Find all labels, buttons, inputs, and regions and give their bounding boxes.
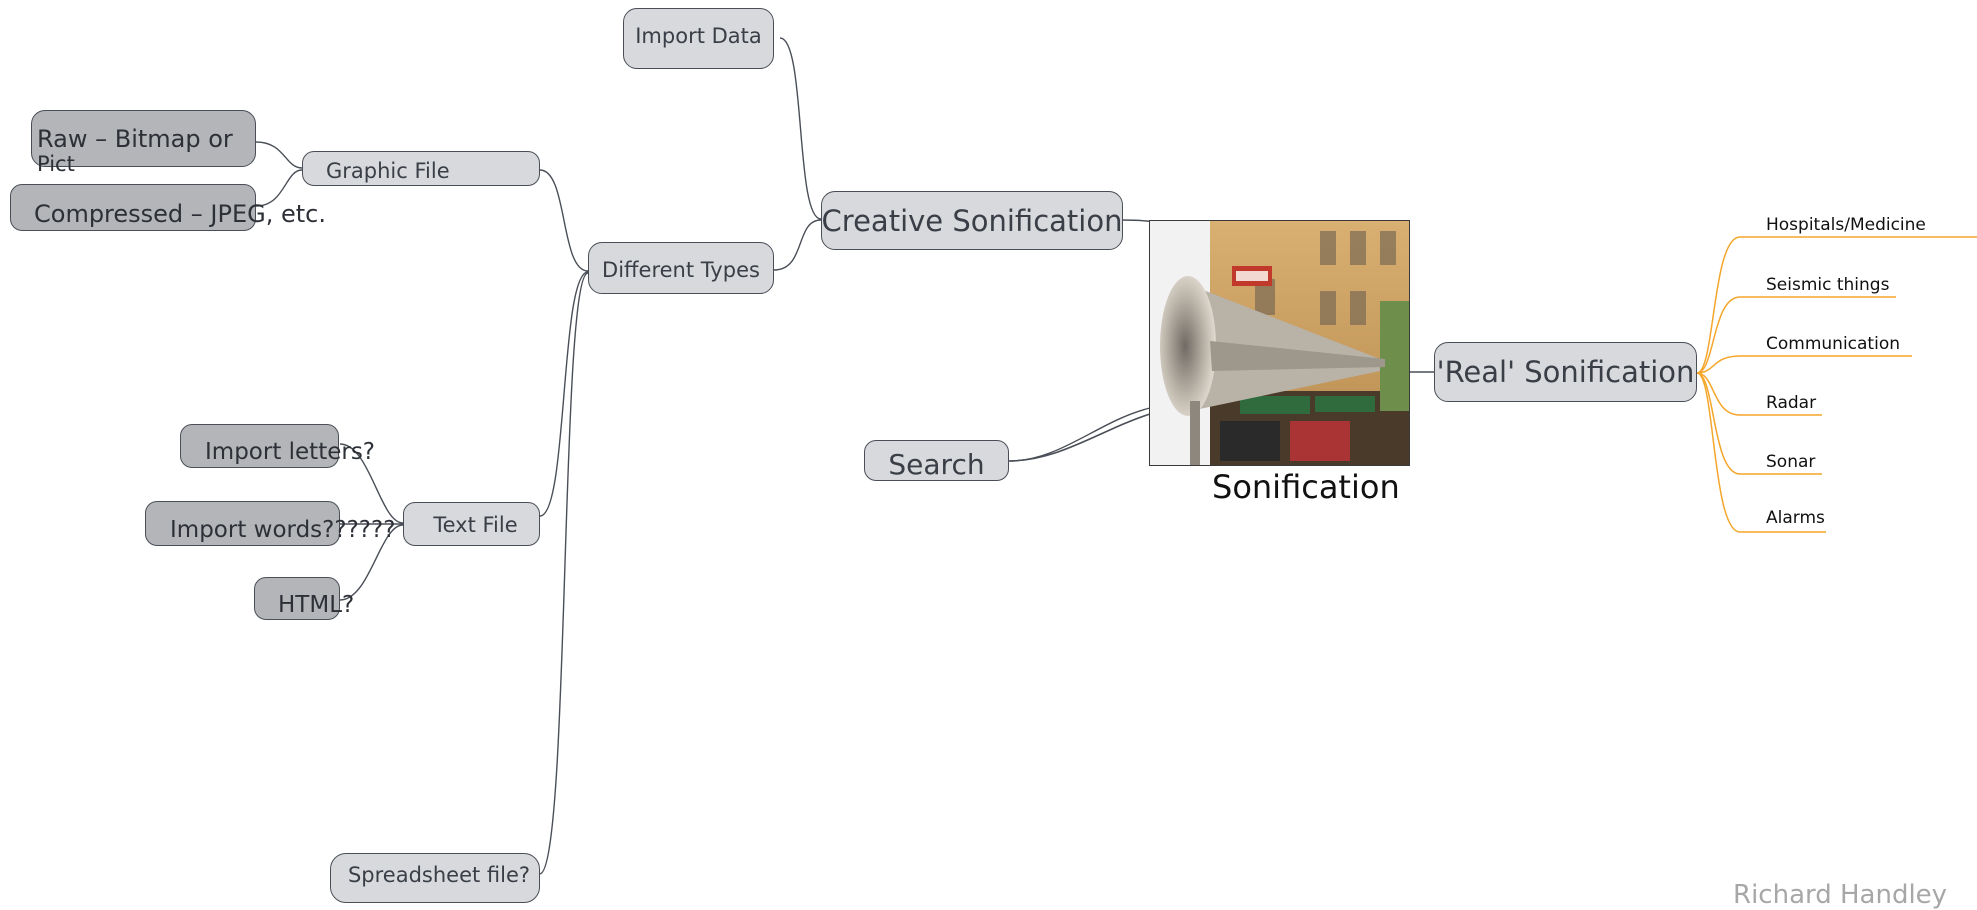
link-types-text [539, 271, 589, 517]
different-types-node[interactable]: Different Types [588, 242, 774, 294]
sonification-horn-photo [1149, 220, 1410, 466]
import-letters-label: Import letters? [205, 439, 376, 465]
raw-bitmap-label: Raw – Bitmap or Pict [37, 125, 233, 176]
search-node[interactable]: Search [864, 440, 1009, 481]
leaf-alarms[interactable]: Alarms [1766, 508, 1825, 528]
import-words-label: Import words?????? [170, 517, 396, 543]
different-types-label: Different Types [602, 258, 760, 282]
central-topic-title[interactable]: Sonification [1212, 468, 1400, 506]
horn-photo-icon [1150, 221, 1409, 465]
compressed-jpeg-label: Compressed – JPEG, etc. [34, 200, 326, 228]
spreadsheet-label: Spreadsheet file? [347, 863, 531, 887]
raw-bitmap-node[interactable] [31, 110, 256, 167]
raw-bitmap-line2: Pict [37, 151, 75, 176]
creative-sonification-node[interactable]: Creative Sonification [821, 191, 1123, 250]
graphic-file-label: Graphic File [326, 158, 450, 183]
real-sonification-node[interactable]: 'Real' Sonification [1434, 342, 1697, 402]
link-search-center [1007, 413, 1151, 462]
graphic-file-node[interactable]: Graphic File [302, 151, 540, 186]
leaf-radar[interactable]: Radar [1766, 393, 1817, 413]
link-creative-import-data [779, 37, 822, 220]
leaf-communication[interactable]: Communication [1766, 334, 1900, 354]
html-node[interactable] [254, 577, 340, 620]
import-data-label: Import Data [635, 23, 762, 48]
creative-sonification-label: Creative Sonification [821, 203, 1123, 238]
link-types-graphic [539, 169, 589, 272]
html-label: HTML? [278, 592, 355, 618]
text-file-label: Text File [433, 513, 518, 537]
import-words-node[interactable] [145, 501, 340, 546]
leaf-hospitals-medicine[interactable]: Hospitals/Medicine [1766, 215, 1926, 235]
import-letters-node[interactable] [180, 424, 339, 468]
link-types-spreadsheet [539, 272, 589, 875]
compressed-jpeg-node[interactable] [10, 184, 256, 231]
leaf-sonar[interactable]: Sonar [1766, 452, 1816, 472]
author-watermark: Richard Handley [1733, 880, 1948, 910]
raw-bitmap-line1: Raw – Bitmap or [37, 125, 233, 153]
import-data-node[interactable]: Import Data [623, 8, 774, 69]
link-graphic-raw [255, 141, 303, 169]
real-sonification-label: 'Real' Sonification [1436, 355, 1695, 389]
text-file-node[interactable]: Text File [403, 502, 540, 546]
leaf-seismic-things[interactable]: Seismic things [1766, 275, 1890, 295]
search-label: Search [888, 448, 985, 481]
spreadsheet-node[interactable]: Spreadsheet file? [330, 853, 540, 903]
link-creative-different-types [773, 219, 822, 271]
